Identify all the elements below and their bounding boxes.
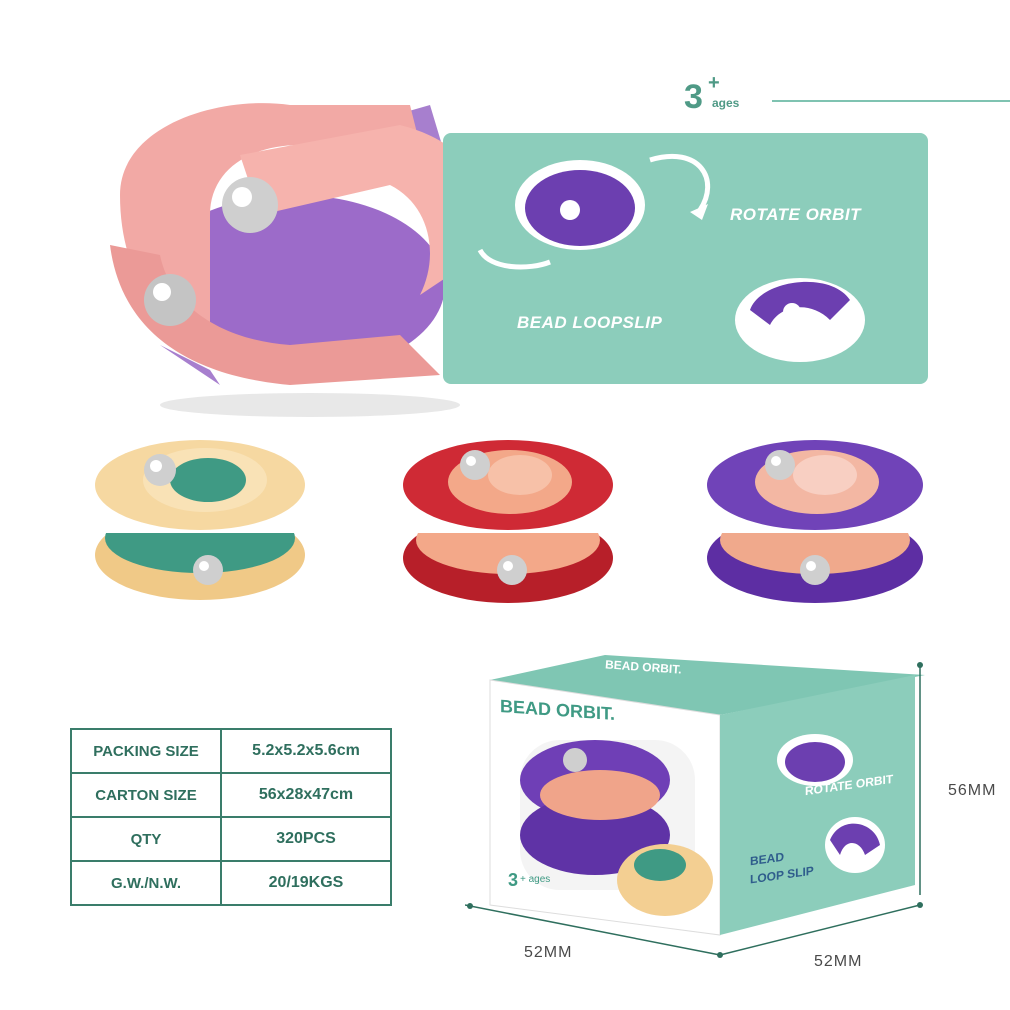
red-spinner-image [403,440,613,603]
table-row: PACKING SIZE 5.2x5.2x5.6cm [70,728,392,774]
height-dimension-label: 56MM [948,782,997,799]
spec-value: 5.2x5.2x5.6cm [220,728,392,774]
age-badge: 3 + ages [684,72,739,117]
yellow-spinner-image [95,440,305,600]
spec-value: 20/19KGS [220,860,392,906]
feature-illustrations [477,153,865,362]
table-row: CARTON SIZE 56x28x47cm [70,772,392,818]
age-number: 3 [684,78,703,116]
product-box-image [465,655,925,958]
pink-spinner-image [110,103,488,417]
spec-label: PACKING SIZE [70,728,222,774]
spec-label: CARTON SIZE [70,772,222,818]
box-age-word: + ages [520,874,551,885]
depth-dimension-label: 52MM [814,953,863,970]
purple-spinner-image [707,440,923,603]
spec-value: 56x28x47cm [220,772,392,818]
table-row: G.W./N.W. 20/19KGS [70,860,392,906]
table-row: QTY 320PCS [70,816,392,862]
bead-loop-slip-label: BEAD LOOPSLIP [517,313,663,332]
rotate-orbit-label: ROTATE ORBIT [730,205,861,224]
box-age-number: 3 [508,870,519,890]
spec-label: G.W./N.W. [70,860,222,906]
divider-line [772,100,1010,102]
spec-value: 320PCS [220,816,392,862]
age-plus: + [708,72,720,94]
spec-label: QTY [70,816,222,862]
spec-table: PACKING SIZE 5.2x5.2x5.6cm CARTON SIZE 5… [70,728,392,906]
age-word: ages [712,96,740,110]
width-dimension-label: 52MM [524,944,573,961]
